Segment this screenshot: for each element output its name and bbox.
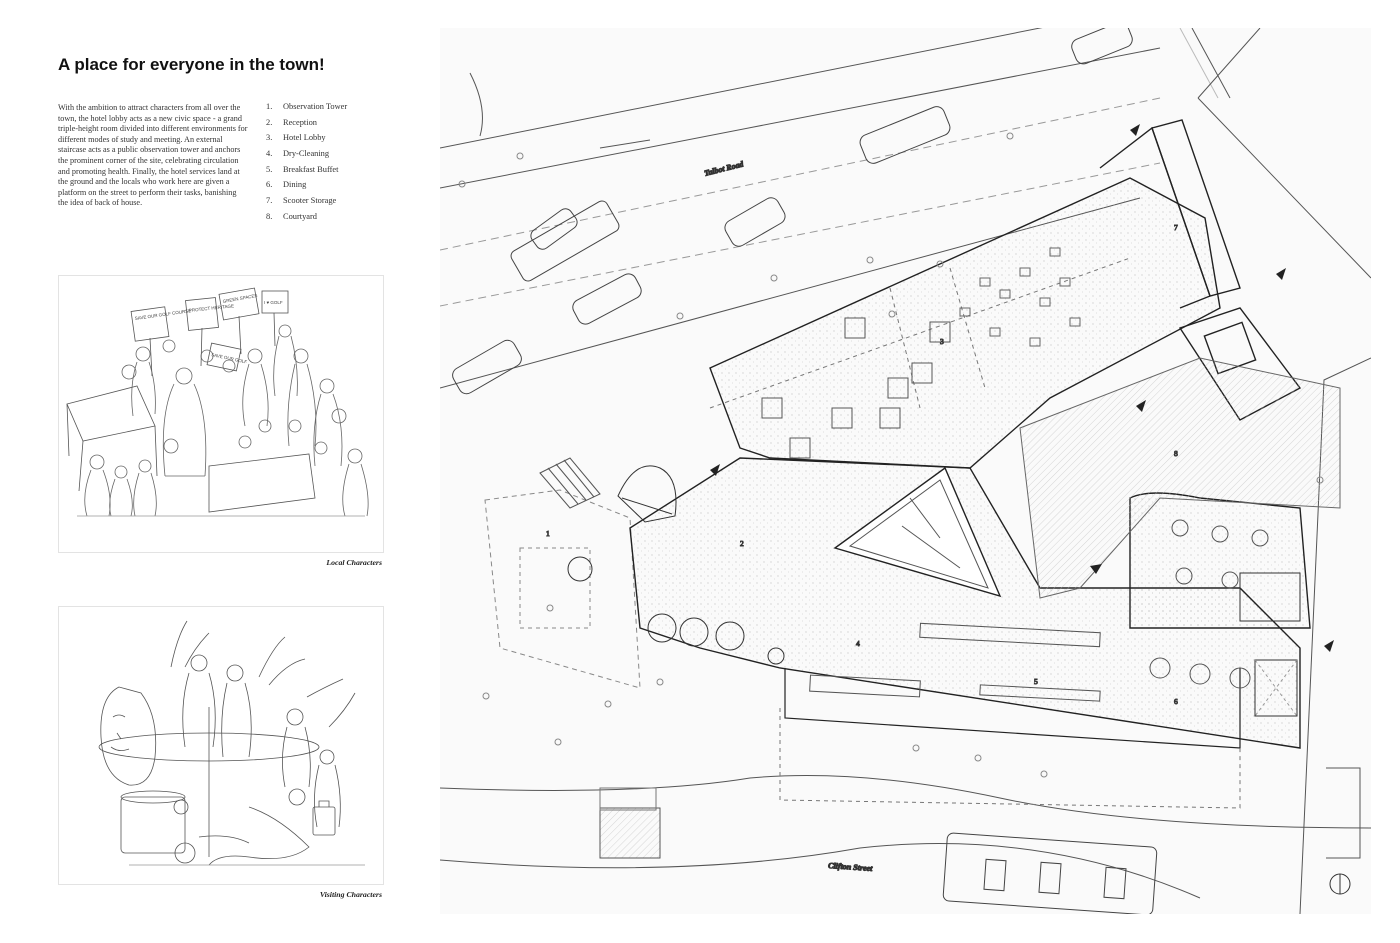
placard-text: SAVE OUR GOLF [211,352,248,365]
intro-paragraph: With the ambition to attract characters … [58,103,248,208]
placard-text: GREEN SPACES [222,293,258,304]
svg-text:1: 1 [546,529,550,538]
page-title: A place for everyone in the town! [58,55,325,74]
legend-item: 3.Hotel Lobby [266,133,326,143]
clifton-street [440,775,1371,899]
local-characters-caption: Local Characters [326,558,382,567]
svg-text:7: 7 [1174,223,1178,232]
visiting-characters-sketch [58,606,384,885]
svg-text:4: 4 [856,639,860,648]
legend-item: 6.Dining [266,180,307,190]
legend-item: 7.Scooter Storage [266,196,337,206]
placard-text: PROTECT HERITAGE [189,303,235,313]
clifton-street-label: Clifton Street [828,861,874,873]
legend-item: 5.Breakfast Buffet [266,164,339,174]
legend-item: 4.Dry-Cleaning [266,149,330,159]
legend-item: 2.Reception [266,117,317,127]
svg-text:3: 3 [940,337,944,346]
talbot-road [440,28,1161,389]
placard-text: I ♥ GOLF [264,300,283,305]
svg-text:5: 5 [1034,677,1038,686]
svg-text:2: 2 [740,539,744,548]
room-legend: 1.Observation Tower 2.Reception 3.Hotel … [266,102,347,228]
zone-labels: 1 2 3 4 5 6 7 8 [546,223,1179,707]
site-plan-drawing: Talbot Road Clifton Street [440,28,1371,914]
cars [452,28,1133,395]
legend-item: 1.Observation Tower [266,102,348,111]
legend-item: 8.Courtyard [266,211,317,221]
visiting-characters-caption: Visiting Characters [319,890,382,899]
svg-text:8: 8 [1174,449,1178,458]
talbot-road-label: Talbot Road [703,159,745,178]
building-footprint [629,119,1311,749]
svg-text:6: 6 [1174,697,1178,706]
